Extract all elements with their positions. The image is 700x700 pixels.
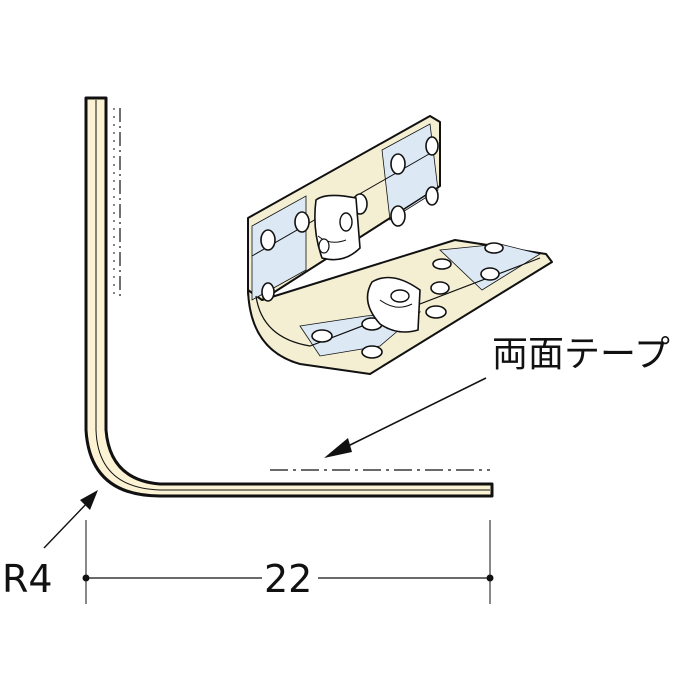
radius-arrow xyxy=(43,490,98,549)
width-label: 22 xyxy=(264,557,312,601)
tape-curl-top xyxy=(314,194,361,261)
hole xyxy=(294,211,310,233)
hole xyxy=(260,229,276,251)
tape-strip-horizontal-2 xyxy=(439,243,542,291)
tape-strip-vertical xyxy=(251,195,307,301)
hole xyxy=(425,136,439,156)
profile-cross-section xyxy=(84,96,494,498)
width-dimension xyxy=(82,520,494,604)
perforations-vertical xyxy=(260,136,439,302)
angle-ridge-line xyxy=(255,257,541,347)
radius-label: R4 xyxy=(2,557,53,601)
tape-label: 両面テープ xyxy=(492,334,670,375)
hole xyxy=(432,258,452,270)
tape-arrow xyxy=(324,377,487,458)
hole xyxy=(430,281,450,295)
hole xyxy=(261,282,275,302)
dimension-dot-right xyxy=(486,574,494,582)
hole xyxy=(484,242,504,254)
hole xyxy=(425,186,439,206)
dimension-dot-left xyxy=(82,574,90,582)
hole xyxy=(361,345,383,359)
hole xyxy=(390,205,406,227)
tape-curl-bottom xyxy=(366,276,421,333)
hole xyxy=(425,305,447,319)
profile-shape xyxy=(84,96,494,498)
perforations-horizontal xyxy=(311,242,504,359)
profile-inner-line xyxy=(95,100,490,491)
hole xyxy=(480,267,500,281)
hole xyxy=(311,329,333,343)
hole xyxy=(390,153,406,175)
perspective-illustration xyxy=(247,115,553,375)
